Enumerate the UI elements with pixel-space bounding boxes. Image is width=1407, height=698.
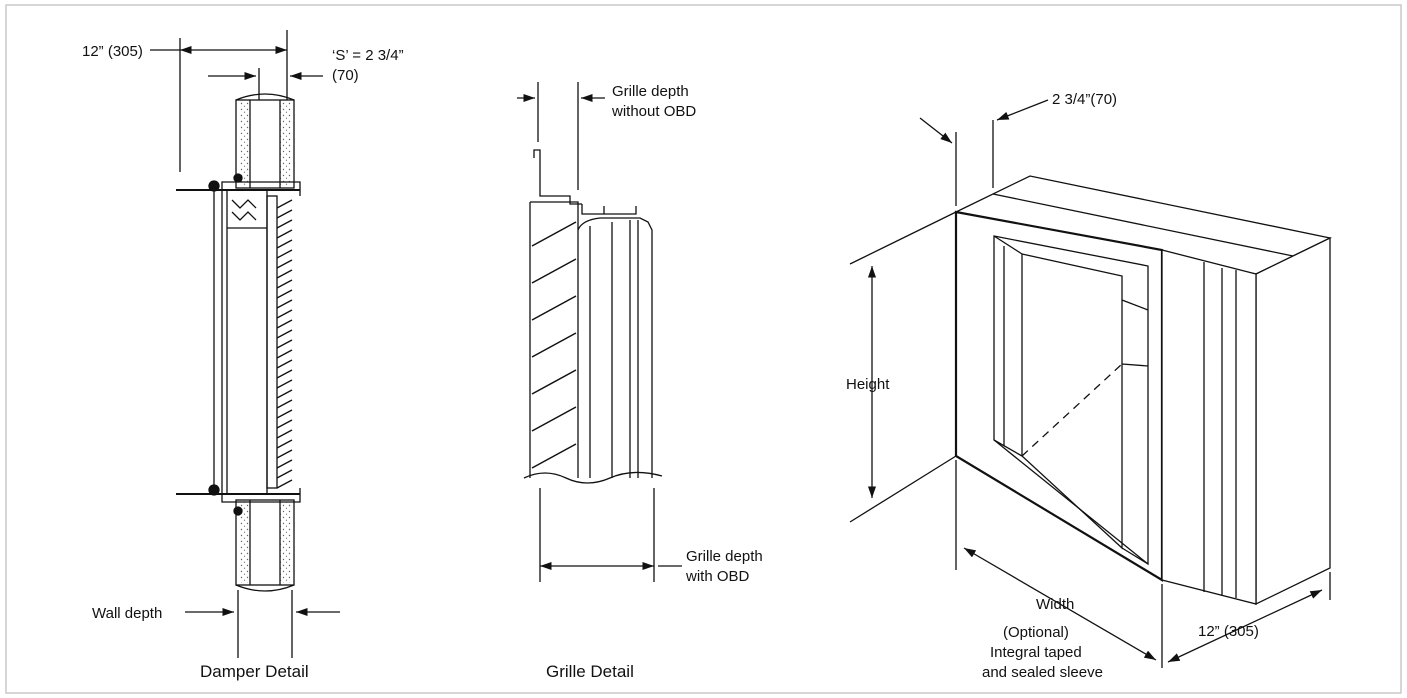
grille-depth-with-obd-label-2: with OBD: [685, 568, 750, 585]
sleeve-top-dimension: 2 3/4”(70): [1052, 91, 1117, 108]
optional-note-line-3: and sealed sleeve: [982, 664, 1103, 681]
frame-border: [5, 4, 1402, 694]
damper-s-dimension: ‘S’ = 2 3/4”: [332, 47, 404, 64]
damper-s-dimension-metric: (70): [332, 67, 359, 84]
sleeve-isometric: [849, 99, 1333, 668]
grille-depth-with-obd-label: Grille depth: [686, 548, 763, 565]
grille-depth-without-obd-label: Grille depth: [612, 83, 689, 100]
damper-detail-caption: Damper Detail: [200, 662, 309, 681]
damper-sleeve-dimension: 12” (305): [82, 43, 143, 60]
wall-depth-label: Wall depth: [92, 605, 162, 622]
height-label: Height: [846, 376, 890, 393]
sleeve-depth-dimension: 12” (305): [1198, 623, 1259, 640]
damper-detail: [150, 30, 323, 592]
grille-blades: [531, 221, 577, 469]
optional-note-line-2: Integral taped: [990, 644, 1082, 661]
optional-note-line-1: (Optional): [1003, 624, 1069, 641]
damper-grille-blades: [276, 199, 293, 489]
grille-detail: [517, 82, 682, 582]
grille-detail-caption: Grille Detail: [546, 662, 634, 681]
grille-depth-without-obd-label-2: without OBD: [611, 103, 696, 120]
width-label: Width: [1036, 596, 1074, 613]
wall-depth-dimension: [185, 590, 340, 658]
